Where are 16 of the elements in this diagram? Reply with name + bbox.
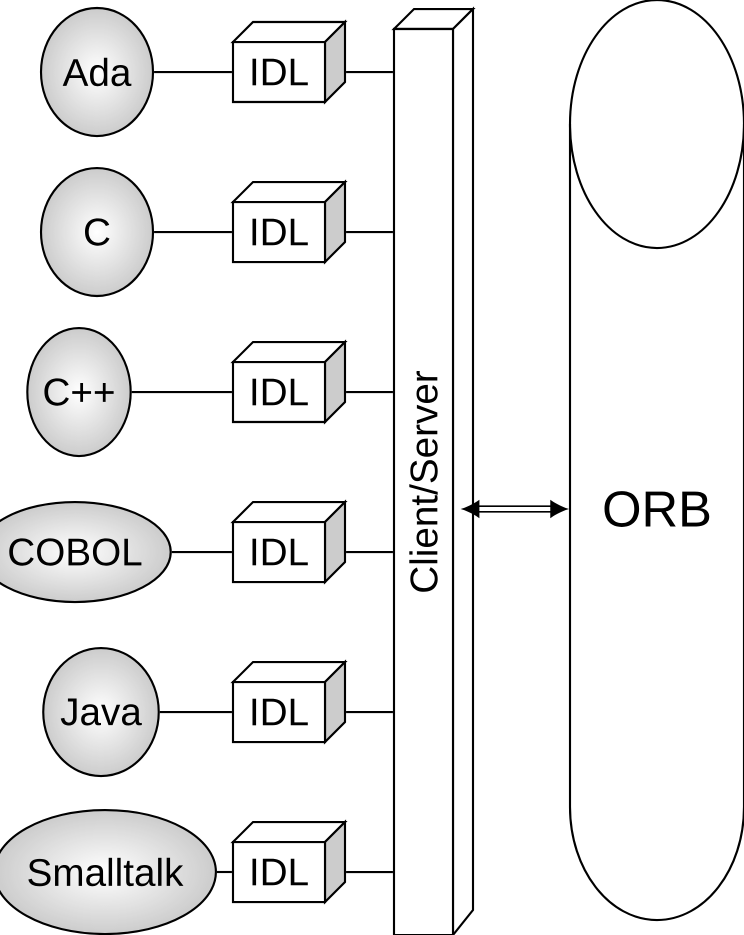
connector (346, 870, 393, 874)
node-label: ORB (604, 491, 710, 527)
node-label: Client/Server (409, 370, 438, 592)
connector (160, 710, 232, 714)
connector (154, 230, 232, 234)
connector (216, 870, 232, 874)
connector (346, 230, 393, 234)
connector (154, 70, 232, 74)
connector (346, 550, 393, 554)
connector (346, 710, 393, 714)
connector (132, 390, 232, 394)
connector (346, 70, 393, 74)
connector (172, 550, 232, 554)
orb-pill: ORB (568, 0, 744, 922)
connector (462, 500, 568, 518)
connector (346, 390, 393, 394)
